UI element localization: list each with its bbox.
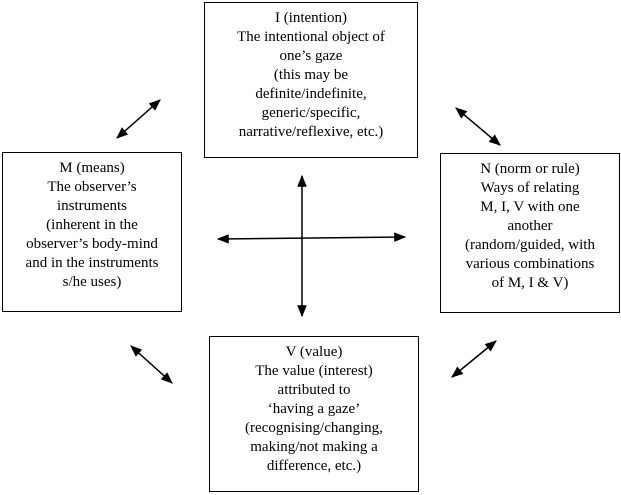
means-line: and in the instruments — [25, 255, 159, 271]
value-box: V (value) The value (interest) attribute… — [209, 336, 419, 492]
intention-line: generic/specific, — [261, 105, 361, 121]
arrow-m-i — [116, 99, 161, 139]
means-line: s/he uses) — [62, 274, 122, 290]
intention-line: definite/indefinite, — [255, 86, 367, 102]
means-line: instruments — [57, 198, 127, 214]
intention-line: one’s gaze — [279, 48, 343, 64]
intention-title: I (intention) — [274, 10, 348, 26]
intention-line: The intentional object of — [237, 29, 385, 45]
value-title: V (value) — [285, 344, 343, 360]
intention-line: (this may be — [273, 67, 349, 83]
value-line: ‘having a gaze’ — [267, 401, 361, 417]
means-line: observer’s body-mind — [26, 236, 158, 252]
norm-line: various combinations — [465, 256, 595, 272]
value-line: difference, etc.) — [266, 458, 362, 474]
value-line: attributed to — [277, 382, 351, 398]
means-line: The observer’s — [47, 179, 137, 195]
intention-box: I (intention) The intentional object of … — [204, 2, 418, 158]
arrow-m-v — [130, 345, 173, 384]
norm-box: N (norm or rule) Ways of relating M, I, … — [440, 153, 620, 313]
value-line: making/not making a — [250, 439, 378, 455]
arrow-v-n — [451, 340, 497, 378]
arrow-i-n — [455, 107, 501, 146]
norm-title: N (norm or rule) — [480, 161, 580, 177]
intention-line: narrative/reflexive, etc.) — [238, 124, 384, 140]
value-line: The value (interest) — [255, 363, 373, 379]
value-line: (recognising/changing, — [245, 420, 383, 436]
norm-line: Ways of relating — [480, 180, 580, 196]
norm-line: of M, I & V) — [491, 275, 569, 291]
means-box: M (means) The observer’s instruments (in… — [2, 152, 182, 312]
means-title: M (means) — [59, 160, 125, 176]
norm-line: another — [507, 218, 553, 234]
norm-line: (random/guided, with — [465, 237, 595, 253]
norm-line: M, I, V with one — [480, 199, 580, 215]
horizontal-arrow — [216, 232, 407, 244]
means-line: (inherent in the — [46, 217, 138, 233]
